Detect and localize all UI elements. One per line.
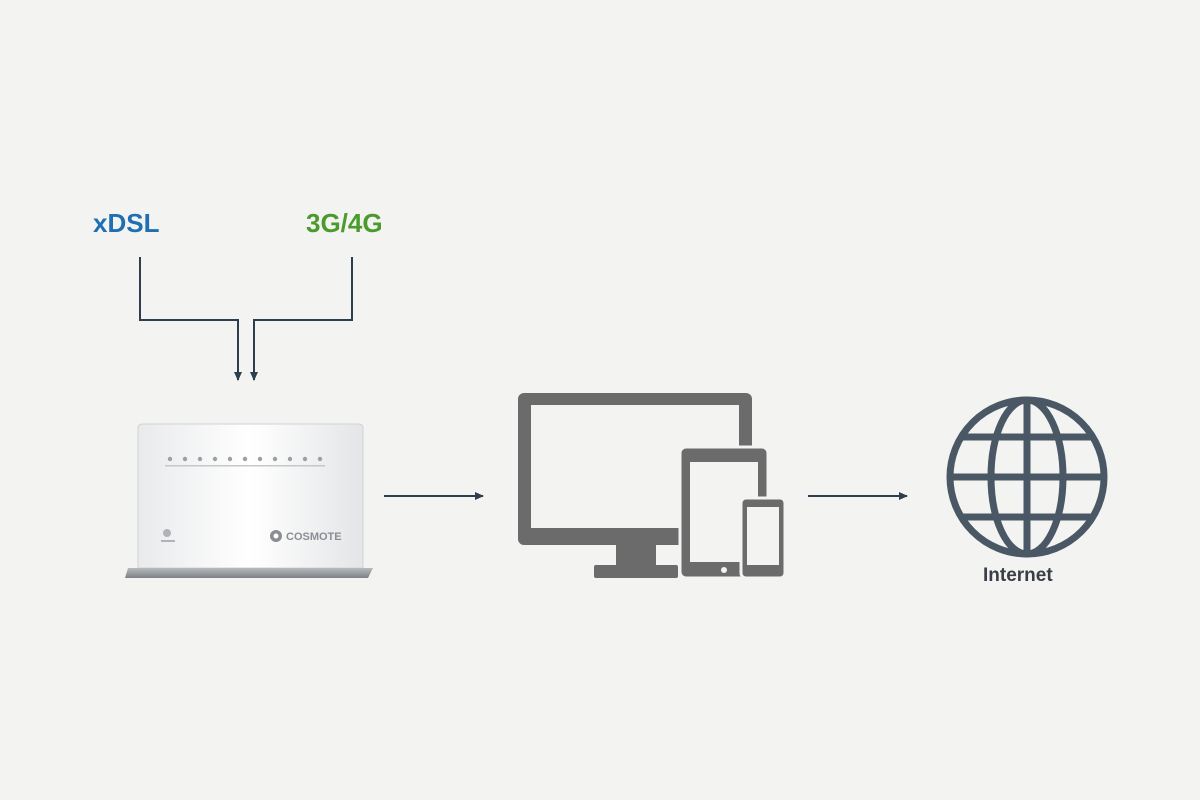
- internet-label: Internet: [983, 565, 1053, 586]
- huawei-logo: [161, 529, 175, 542]
- globe-icon: [946, 396, 1108, 558]
- cellular-label: 3G/4G: [306, 208, 383, 238]
- phone-icon: [739, 496, 787, 580]
- cosmote-logo: COSMOTE: [270, 530, 342, 543]
- router-status-leds: [167, 456, 323, 462]
- desktop-tablet-phone-icon: [518, 393, 787, 580]
- cosmote-wordmark: COSMOTE: [286, 531, 342, 543]
- cellular-connector: [250, 257, 353, 381]
- xdsl-label: xDSL: [93, 208, 160, 238]
- xdsl-connector: [139, 257, 242, 381]
- router-icon: COSMOTE: [125, 423, 373, 578]
